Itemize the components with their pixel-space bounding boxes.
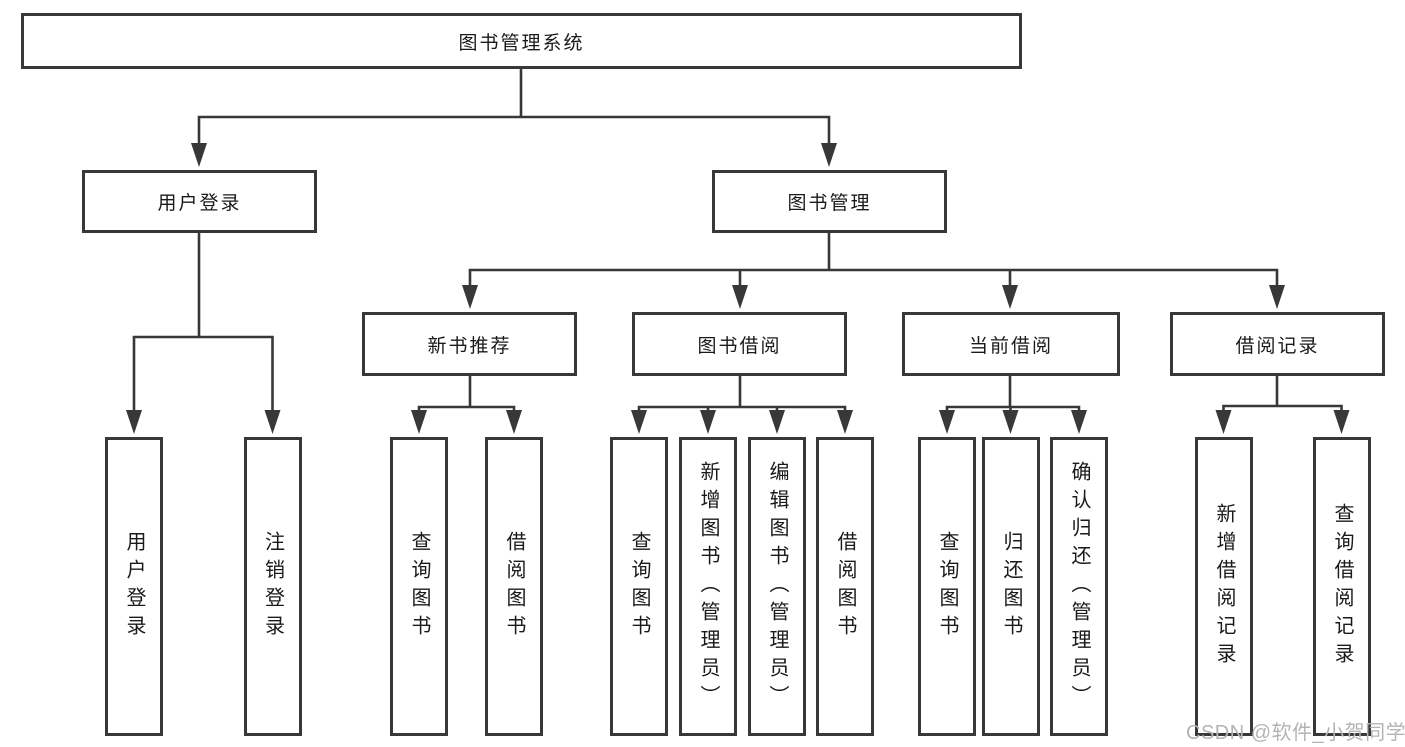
node-book-borrowing: 图书借阅 [632,312,847,376]
csdn-watermark: CSDN @软件_小贺同学 [1186,722,1405,744]
node-library-management-system: 图书管理系统 [21,13,1022,69]
leaf-add-books-admin: 新增图书（管理员） [679,437,737,736]
node-borrowing-records: 借阅记录 [1170,312,1385,376]
leaf-return-books: 归还图书 [982,437,1040,736]
leaf-user-login: 用户登录 [105,437,163,736]
leaf-edit-books-admin: 编辑图书（管理员） [748,437,806,736]
leaf-add-borrow-record: 新增借阅记录 [1195,437,1253,736]
node-new-book-recommendation: 新书推荐 [362,312,577,376]
leaf-confirm-return-admin: 确认归还（管理员） [1050,437,1108,736]
leaf-logout: 注销登录 [243,437,302,736]
node-current-borrowing: 当前借阅 [902,312,1120,376]
node-user-login: 用户登录 [82,170,317,233]
leaf-borrow-books-recommend: 借阅图书 [485,437,543,736]
leaf-query-books-borrowing: 查询图书 [610,437,668,736]
leaf-query-books-recommend: 查询图书 [390,437,448,736]
leaf-borrow-books-borrowing: 借阅图书 [816,437,874,736]
node-book-management: 图书管理 [712,170,947,233]
leaf-query-borrow-record: 查询借阅记录 [1313,437,1371,736]
leaf-query-books-current: 查询图书 [918,437,976,736]
